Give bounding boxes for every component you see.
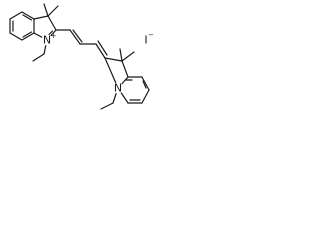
bond	[21, 32, 35, 41]
methyl-bond	[119, 48, 123, 62]
right-indoline-ring	[97, 40, 150, 110]
bond	[141, 76, 150, 91]
atom-label-nitrogen-right: N	[114, 82, 122, 95]
ethyl-bond	[100, 102, 114, 110]
double-bond	[69, 29, 81, 45]
double-bond-inner	[142, 80, 147, 89]
charge-plus: +	[51, 32, 57, 40]
bond	[104, 57, 123, 62]
methyl-bond	[43, 3, 49, 17]
bond	[141, 89, 150, 104]
atom-label-nitrogen-left: N	[43, 34, 51, 47]
ethyl-bond	[32, 53, 45, 62]
double-bond-inner	[97, 40, 108, 56]
polymethine-bridge	[55, 29, 106, 59]
bond	[47, 15, 57, 31]
atom-label-iodine: I	[144, 34, 147, 47]
bond	[121, 60, 129, 78]
methyl-bond	[47, 5, 59, 17]
charge-minus: −	[148, 31, 154, 39]
chemical-structure: N + N I −	[9, 3, 154, 110]
methyl-bond	[121, 51, 135, 62]
double-bond-inner	[22, 31, 33, 38]
bond	[9, 11, 23, 20]
bond	[33, 15, 49, 20]
double-bond-inner	[72, 29, 83, 43]
bond	[95, 43, 106, 59]
left-indolium-ring	[9, 3, 59, 62]
bond	[21, 11, 35, 20]
bond	[9, 32, 23, 41]
double-bond-inner	[22, 14, 33, 21]
